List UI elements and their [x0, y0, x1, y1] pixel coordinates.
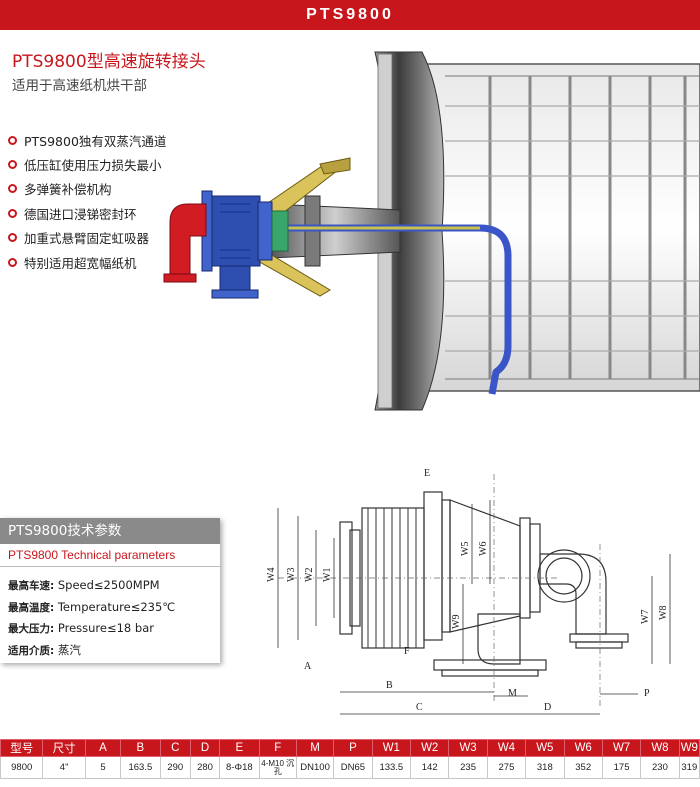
table-cell: 230 — [640, 756, 680, 779]
label-M: M — [508, 688, 517, 699]
product-subtitle: 适用于高速纸机烘干部 — [12, 78, 147, 94]
table-header-cell: B — [120, 739, 161, 757]
spec-value: Speed≤2500MPM — [57, 578, 160, 592]
feature-text: PTS9800独有双蒸汽通道 — [24, 133, 167, 149]
table-cell: 5 — [84, 756, 122, 779]
feature-item: 加重式悬臂固定虹吸器 — [8, 226, 166, 250]
table-cell: 352 — [563, 756, 603, 779]
spec-key: 最大压力: — [8, 623, 55, 635]
table-cell: 318 — [525, 756, 565, 779]
header-banner — [0, 0, 700, 30]
label-A: A — [304, 661, 312, 672]
label-W4: W4 — [266, 568, 277, 582]
feature-item: PTS9800独有双蒸汽通道 — [8, 128, 166, 152]
spec-heading: PTS9800技术参数 — [0, 518, 220, 544]
table-header-cell: W1 — [371, 739, 412, 757]
label-W7: W7 — [640, 610, 651, 624]
feature-item: 德国进口浸锑密封环 — [8, 201, 166, 225]
table-header-cell: E — [219, 739, 260, 757]
dimension-table: 型号 尺寸 A B C D E F M P W1 W2 W3 W4 W5 W6 … — [0, 739, 700, 779]
spec-heading-en: PTS9800 Technical parameters — [0, 544, 220, 567]
table-cell: 235 — [448, 756, 488, 779]
table-header-row: 型号 尺寸 A B C D E F M P W1 W2 W3 W4 W5 W6 … — [0, 739, 700, 757]
spec-row-speed: 最高车速: Speed≤2500MPM — [8, 575, 220, 597]
spec-row-medium: 适用介质: 蒸汽 — [8, 640, 220, 662]
bullet-circle-icon — [8, 257, 17, 267]
table-header-cell: W2 — [410, 739, 450, 757]
table-header-cell: W8 — [640, 739, 680, 757]
table-header-cell: M — [295, 739, 335, 757]
bullet-circle-icon — [8, 160, 17, 170]
feature-text: 特别适用超宽幅纸机 — [24, 255, 137, 271]
spec-value: Temperature≤235℃ — [57, 599, 176, 614]
table-cell: 163.5 — [120, 756, 161, 779]
table-cell: 133.5 — [371, 756, 412, 779]
banner-title: PTS9800 — [306, 6, 394, 23]
table-header-cell: P — [333, 739, 373, 757]
table-cell: DN65 — [333, 756, 373, 779]
table-cell: 4-M10 沉孔 — [258, 756, 297, 779]
spec-panel: PTS9800技术参数 PTS9800 Technical parameters… — [0, 518, 220, 663]
table-header-cell: W7 — [601, 739, 642, 757]
table-header-cell: W4 — [486, 739, 527, 757]
bullet-circle-icon — [8, 233, 17, 243]
spec-value: Pressure≤18 bar — [57, 621, 154, 635]
spec-row-pressure: 最大压力: Pressure≤18 bar — [8, 618, 220, 640]
table-cell: 8-Φ18 — [219, 756, 260, 779]
feature-item: 特别适用超宽幅纸机 — [8, 250, 166, 274]
bullet-circle-icon — [8, 208, 17, 218]
spec-rows: 最高车速: Speed≤2500MPM 最高温度: Temperature≤23… — [0, 567, 220, 661]
label-W9: W9 — [451, 615, 462, 629]
label-C: C — [416, 702, 423, 713]
spec-key: 适用介质: — [8, 644, 55, 657]
spec-key: 最高温度: — [8, 601, 55, 614]
label-E: E — [424, 468, 430, 479]
feature-text: 低压缸使用压力损失最小 — [24, 158, 162, 174]
table-header-cell: 尺寸 — [42, 739, 86, 757]
feature-text: 德国进口浸锑密封环 — [24, 206, 137, 222]
bullet-circle-icon — [8, 135, 17, 145]
label-D: D — [544, 702, 551, 713]
table-header-cell: 型号 — [0, 739, 44, 757]
spec-value: 蒸汽 — [57, 642, 81, 657]
table-header-cell: D — [189, 739, 221, 757]
table-cell: DN100 — [295, 756, 335, 779]
table-header-cell: W3 — [448, 739, 488, 757]
table-cell: 142 — [410, 756, 450, 779]
dimension-drawing: E F A B C D M P W1 W2 W3 W4 W5 W6 W7 W8 … — [266, 468, 671, 715]
table-header-cell: W9 — [678, 739, 700, 757]
label-W8: W8 — [658, 606, 669, 620]
product-title: PTS9800型高速旋转接头 — [12, 52, 206, 72]
dryer-cylinder-illustration — [163, 51, 700, 411]
table-header-cell: F — [258, 739, 297, 757]
table-cell: 290 — [159, 756, 191, 779]
table-cell: 175 — [601, 756, 642, 779]
table-cell: 275 — [486, 756, 527, 779]
table-cell: 4" — [42, 756, 86, 779]
feature-item: 低压缸使用压力损失最小 — [8, 152, 166, 176]
label-F: F — [404, 646, 410, 657]
feature-list: PTS9800独有双蒸汽通道 低压缸使用压力损失最小 多弹簧补偿机构 德国进口浸… — [8, 128, 166, 274]
label-W6: W6 — [478, 542, 489, 556]
label-W2: W2 — [304, 568, 315, 582]
feature-item: 多弹簧补偿机构 — [8, 177, 166, 201]
label-W5: W5 — [460, 542, 471, 556]
label-W1: W1 — [322, 568, 333, 582]
table-row: 9800 4" 5 163.5 290 280 8-Φ18 4-M10 沉孔 D… — [0, 756, 700, 779]
feature-text: 多弹簧补偿机构 — [24, 182, 112, 198]
label-W3: W3 — [286, 568, 297, 582]
table-header-cell: W6 — [563, 739, 603, 757]
feature-text: 加重式悬臂固定虹吸器 — [24, 231, 150, 247]
spec-row-temperature: 最高温度: Temperature≤235℃ — [8, 597, 220, 619]
table-header-cell: C — [159, 739, 191, 757]
bullet-circle-icon — [8, 184, 17, 194]
table-cell: 319 — [678, 756, 700, 779]
table-header-cell: A — [84, 739, 122, 757]
label-P: P — [644, 688, 650, 699]
table-header-cell: W5 — [525, 739, 565, 757]
table-cell: 280 — [189, 756, 221, 779]
label-B: B — [386, 680, 393, 691]
table-cell: 9800 — [0, 756, 44, 779]
spec-key: 最高车速: — [8, 580, 55, 592]
